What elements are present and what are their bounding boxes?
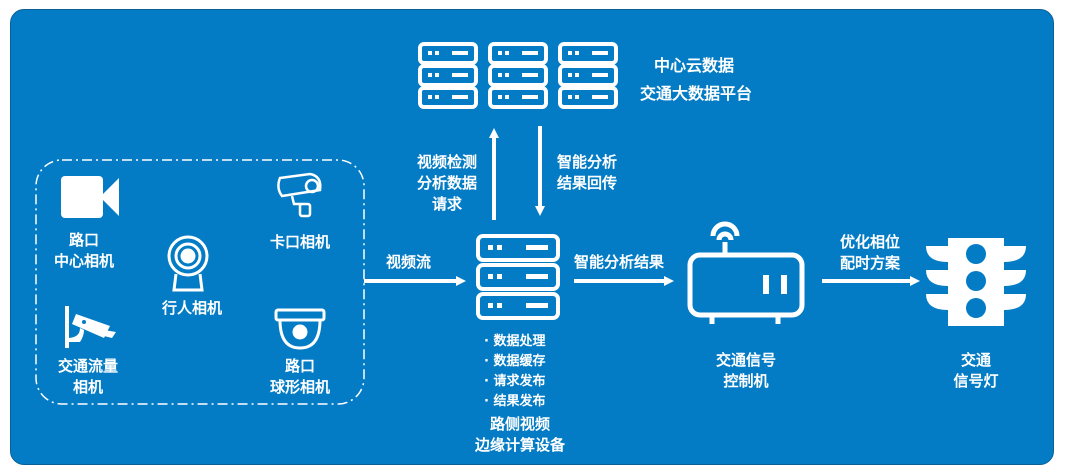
- label-line: 视频流: [386, 253, 432, 271]
- function-item: 数据处理: [484, 332, 545, 352]
- camera-group-border: [35, 159, 365, 405]
- webcam-icon: [167, 235, 209, 292]
- function-item: 请求发布: [484, 372, 545, 392]
- label-line: 结果回传: [556, 174, 617, 192]
- edge-function-list: 数据处理 数据缓存 请求发布 结果发布: [484, 332, 545, 412]
- cloud-label: 中心云数据 交通大数据平台: [640, 52, 752, 108]
- video-stream-label: 视频流: [386, 252, 431, 273]
- label-line: 智能分析结果: [574, 253, 665, 271]
- label-line: 边缘计算设备: [474, 436, 565, 454]
- label-line: 请求: [431, 195, 462, 213]
- label-line: 路口: [68, 231, 99, 249]
- label-line: 控制机: [723, 372, 769, 390]
- edge-device-label: 路侧视频 边缘计算设备: [468, 414, 572, 456]
- camera-label-checkpoint: 卡口相机: [262, 232, 338, 253]
- label-line: 智能分析: [556, 153, 617, 171]
- label-line: 路口: [284, 357, 315, 375]
- camera-label-dome: 路口 球形相机: [262, 356, 338, 398]
- function-item: 数据缓存: [484, 352, 545, 372]
- function-item: 结果发布: [484, 392, 545, 412]
- cloud-label-line: 交通大数据平台: [640, 84, 753, 103]
- label-line: 卡口相机: [269, 233, 330, 251]
- label-line: 优化相位: [839, 233, 900, 251]
- camera-label-traffic-flow: 交通流量 相机: [50, 356, 126, 398]
- label-line: 中心相机: [53, 252, 114, 270]
- upload-request-label: 视频检测 分析数据 请求: [410, 152, 484, 215]
- label-line: 交通信号: [715, 351, 776, 369]
- label-line: 交通流量: [57, 357, 118, 375]
- camera-label-center: 路口 中心相机: [52, 230, 116, 272]
- label-line: 路侧视频: [489, 415, 550, 433]
- edge-server-icon: [476, 234, 560, 320]
- dome-camera-icon: [274, 308, 326, 350]
- controller-label: 交通信号 控制机: [706, 350, 786, 392]
- camera-label-pedestrian: 行人相机: [154, 298, 230, 319]
- label-line: 信号灯: [953, 372, 999, 390]
- label-line: 交通: [960, 351, 991, 369]
- signal-controller-icon: [687, 221, 805, 324]
- label-line: 分析数据: [416, 174, 477, 192]
- cloud-server-icon: [418, 42, 618, 109]
- return-result-label: 智能分析 结果回传: [550, 152, 624, 194]
- video-camera-icon: [61, 176, 119, 218]
- optimize-label: 优化相位 配时方案: [832, 232, 908, 274]
- cloud-label-line: 中心云数据: [654, 56, 735, 75]
- traffic-light-icon: [926, 238, 1026, 326]
- label-line: 视频检测: [416, 153, 477, 171]
- traffic-light-label: 交通 信号灯: [946, 350, 1006, 392]
- traffic-flow-camera-icon: [65, 306, 116, 348]
- checkpoint-camera-icon: [277, 172, 322, 218]
- label-line: 行人相机: [161, 299, 222, 317]
- label-line: 相机: [72, 378, 103, 396]
- analysis-result-label: 智能分析结果: [574, 252, 664, 273]
- label-line: 配时方案: [839, 254, 900, 272]
- label-line: 球形相机: [269, 378, 330, 396]
